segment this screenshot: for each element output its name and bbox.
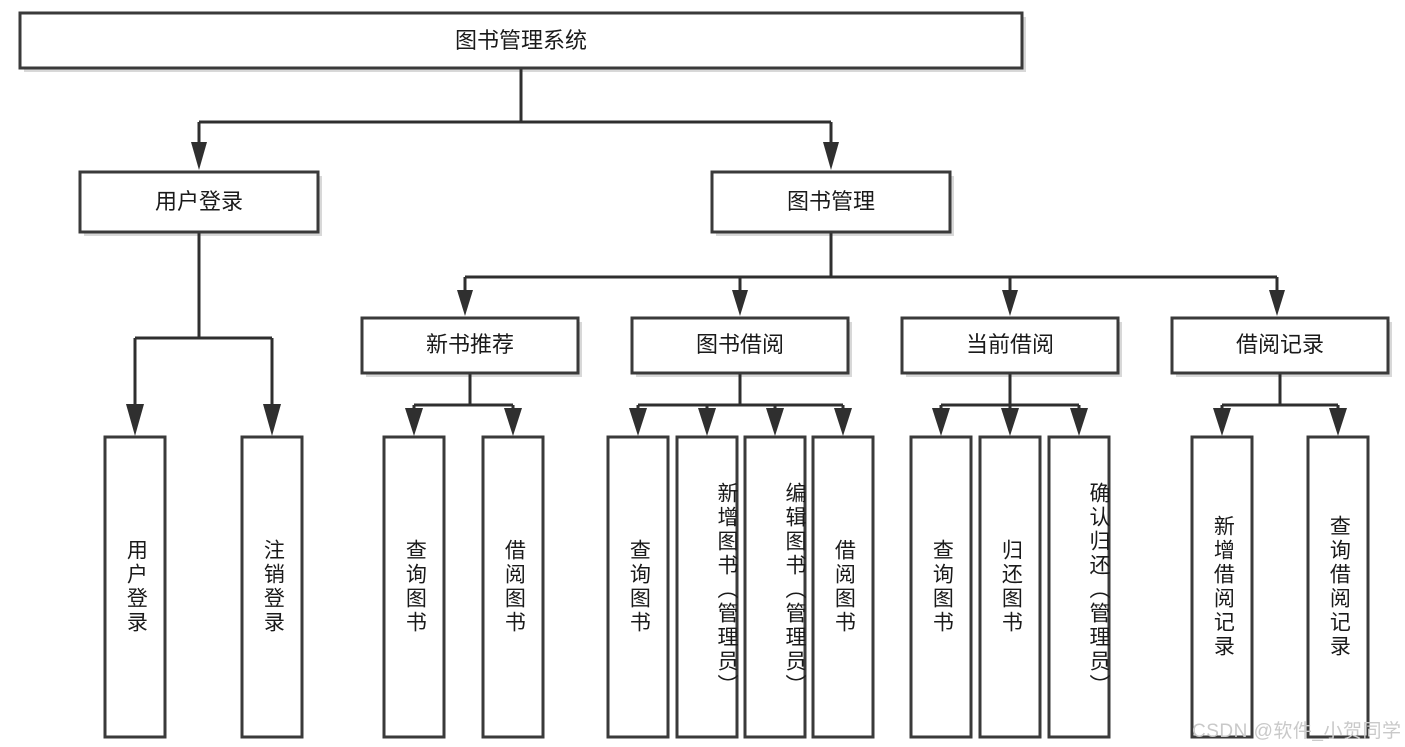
- leaf-box-edit-book[interactable]: [743, 435, 807, 739]
- arrowhead-leaf-add-book: [698, 408, 716, 436]
- connectors-current-borrow-to-leaves: [932, 373, 1088, 436]
- arrowhead-leaf-query-book-1: [405, 408, 423, 436]
- leaf-box-add-record[interactable]: [1190, 435, 1254, 739]
- arrowhead-leaf-user-login: [126, 404, 144, 436]
- leaf-box-add-book[interactable]: [675, 435, 739, 739]
- leaf-box-query-book-2[interactable]: [606, 435, 670, 739]
- node-borrow-record-box[interactable]: [1170, 316, 1390, 375]
- leaf-box-return-book[interactable]: [978, 435, 1042, 739]
- connectors-book-borrow-to-leaves: [629, 373, 852, 436]
- leaf-box-query-record[interactable]: [1306, 435, 1370, 739]
- node-book-management-label: 图书管理: [787, 189, 875, 214]
- node-book-borrow-box[interactable]: [630, 316, 850, 375]
- node-new-book-recommend-label: 新书推荐: [426, 332, 514, 357]
- node-user-login-box[interactable]: [78, 170, 320, 234]
- node-root-box[interactable]: [18, 11, 1024, 70]
- arrowhead-leaf-borrow-book-1: [504, 408, 522, 436]
- arrowhead-borrow-record: [1269, 290, 1285, 316]
- arrowhead-leaf-return-book: [1001, 408, 1019, 436]
- node-user-login-label: 用户登录: [155, 189, 243, 214]
- node-user-login[interactable]: 用户登录: [78, 170, 320, 234]
- node-borrow-record[interactable]: 借阅记录: [1170, 316, 1390, 375]
- arrowhead-leaf-logout-login: [263, 404, 281, 436]
- arrowhead-user-login: [191, 142, 207, 170]
- node-new-book-recommend-box[interactable]: [360, 316, 580, 375]
- leaf-box-user-login[interactable]: [103, 435, 167, 739]
- node-current-borrow-box[interactable]: [900, 316, 1120, 375]
- node-book-borrow[interactable]: 图书借阅: [630, 316, 850, 375]
- arrowhead-leaf-confirm-return: [1070, 408, 1088, 436]
- leaf-box-borrow-book-1[interactable]: [481, 435, 545, 739]
- node-new-book-recommend[interactable]: 新书推荐: [360, 316, 580, 375]
- node-root[interactable]: 图书管理系统: [18, 11, 1024, 70]
- node-borrow-record-label: 借阅记录: [1236, 332, 1324, 357]
- arrowhead-book-management: [823, 142, 839, 170]
- node-current-borrow-label: 当前借阅: [966, 332, 1054, 357]
- arrowhead-new-book-recommend: [457, 290, 473, 316]
- node-book-borrow-label: 图书借阅: [696, 332, 784, 357]
- leaf-box-logout-login[interactable]: [240, 435, 304, 739]
- leaf-boxes: [103, 435, 1370, 739]
- node-root-label: 图书管理系统: [455, 28, 587, 53]
- arrowhead-book-borrow: [732, 290, 748, 316]
- connectors-book-management-to-level2: [457, 232, 1285, 316]
- arrowhead-leaf-query-book-3: [932, 408, 950, 436]
- arrowhead-leaf-borrow-book-2: [834, 408, 852, 436]
- arrowhead-leaf-add-record: [1213, 408, 1231, 436]
- leaf-box-confirm-return[interactable]: [1047, 435, 1111, 739]
- arrowhead-leaf-edit-book: [766, 408, 784, 436]
- connectors-borrow-record-to-leaves: [1213, 373, 1347, 436]
- arrowhead-current-borrow: [1002, 290, 1018, 316]
- node-current-borrow[interactable]: 当前借阅: [900, 316, 1120, 375]
- node-book-management-box[interactable]: [710, 170, 952, 234]
- connectors-user-login-to-leaves: [126, 232, 281, 436]
- leaf-box-query-book-1[interactable]: [382, 435, 446, 739]
- connectors-new-book-recommend-to-leaves: [405, 373, 522, 436]
- leaf-box-query-book-3[interactable]: [909, 435, 973, 739]
- connectors-root-to-level1: [191, 68, 839, 170]
- arrowhead-leaf-query-record: [1329, 408, 1347, 436]
- csdn-watermark: CSDN @软件_小贺同学: [1192, 721, 1402, 742]
- arrowhead-leaf-query-book-2: [629, 408, 647, 436]
- leaf-box-borrow-book-2[interactable]: [811, 435, 875, 739]
- node-book-management[interactable]: 图书管理: [710, 170, 952, 234]
